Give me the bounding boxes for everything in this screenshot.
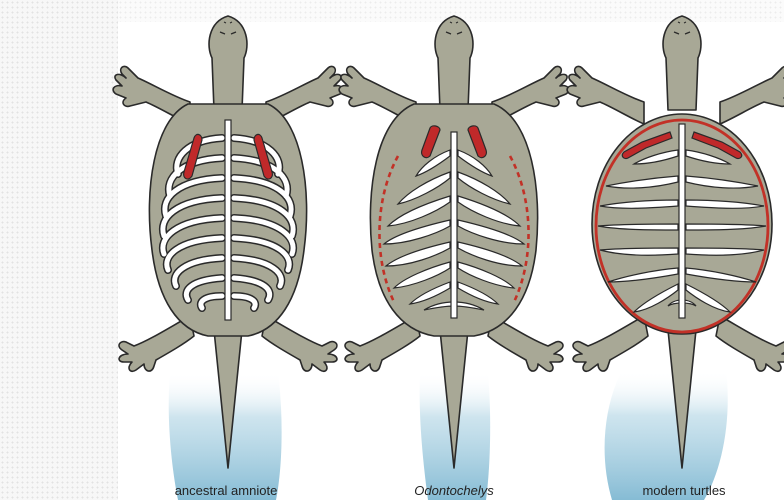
- spine-1: [225, 120, 231, 320]
- caption-ancestral-amniote: ancestral amniote: [175, 483, 278, 498]
- blue-shadow-3: [605, 370, 728, 500]
- panel-modern-turtles: modern turtles: [567, 16, 784, 500]
- spine-3: [679, 124, 685, 318]
- caption-modern-turtles: modern turtles: [642, 483, 726, 498]
- spine-2: [451, 132, 457, 318]
- caption-odontochelys: Odontochelys: [414, 483, 494, 498]
- panel-odontochelys: Odontochelys: [339, 16, 569, 500]
- panel-ancestral-amniote: ancestral amniote: [113, 16, 343, 500]
